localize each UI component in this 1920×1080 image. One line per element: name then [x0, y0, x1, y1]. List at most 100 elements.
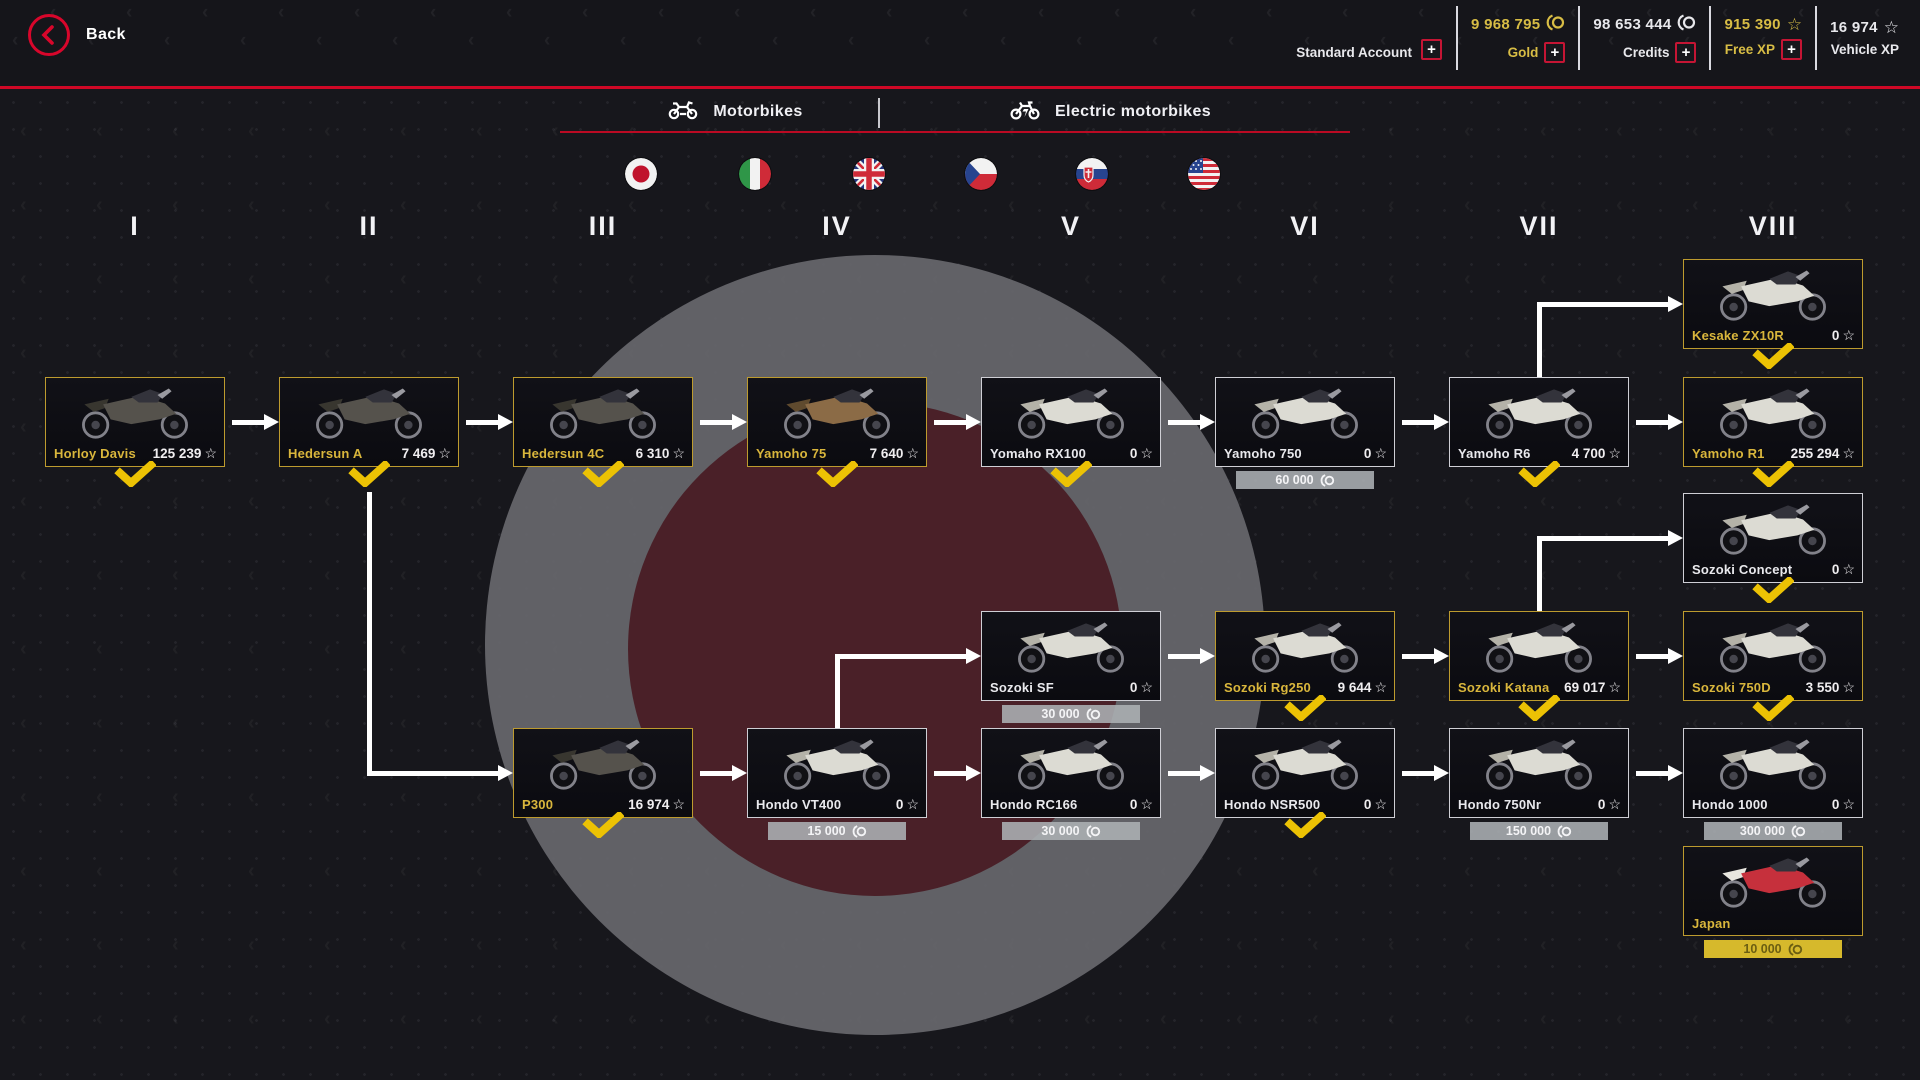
arrow-line [1536, 301, 1670, 307]
nation-japan-flag[interactable] [625, 158, 657, 190]
price-amount: 300 000 [1739, 824, 1786, 838]
back-button[interactable]: Back [28, 14, 126, 56]
vehicle-xp-counter: 0☆ [1130, 796, 1153, 813]
xp-star-icon: ☆ [438, 445, 451, 461]
nation-slovakia-flag[interactable] [1076, 158, 1108, 190]
arrow-line [834, 653, 968, 659]
xp-star-icon: ☆ [1842, 445, 1855, 461]
tier-header-IV: IV [822, 211, 852, 241]
nation-czech-flag[interactable] [965, 158, 997, 190]
arrow-line [834, 656, 840, 728]
price-amount: 150 000 [1505, 824, 1552, 838]
credits-coin-icon [1557, 824, 1572, 838]
buy-credits-button[interactable]: + [1675, 41, 1697, 63]
nation-italy-flag[interactable] [739, 158, 771, 190]
vehicle-xp-counter: 7 469☆ [402, 445, 451, 462]
nation-usa-flag[interactable] [1188, 158, 1220, 190]
vehicle-card-hondo-750nr[interactable]: Hondo 750Nr 0☆ [1449, 728, 1629, 818]
researched-check-icon-hondo-nsr500 [1284, 810, 1327, 840]
gold-coin-icon [1788, 942, 1803, 956]
arrow-head [1200, 648, 1215, 664]
chevron-glyph: ‹ [1608, 30, 1615, 51]
chevron-glyph: ‹ [1456, 30, 1463, 51]
vehicle-xp-counter: 0☆ [1598, 796, 1621, 813]
vehicle-card-sozoki-sf[interactable]: Sozoki SF 0☆ [981, 611, 1161, 701]
chevron-glyph: ‹ [202, 2, 209, 23]
arrow-head [1668, 648, 1683, 664]
account-upgrade-plus-button[interactable]: + [1420, 39, 1442, 60]
vehicle-name: Sozoki SF [990, 680, 1054, 695]
arrow-line [1168, 770, 1202, 776]
vehicle-label-row: Japan [1692, 916, 1855, 931]
chevron-glyph: ‹ [1190, 2, 1197, 23]
researched-check-icon-horloy-davis [114, 459, 157, 489]
arrow-line [1636, 770, 1670, 776]
arrow-head [1668, 530, 1683, 546]
vehicle-xp-counter: 0☆ [1130, 679, 1153, 696]
vehicle-xp-counter: 4 700☆ [1572, 445, 1621, 462]
buy-free-xp-button[interactable]: + [1781, 39, 1803, 60]
arrow-line [1536, 538, 1542, 611]
arrow-head [1200, 765, 1215, 781]
tier-header-VI: VI [1290, 211, 1320, 241]
price-amount: 15 000 [807, 824, 846, 838]
tab-electric-motorbikes[interactable]: Electric motorbikes [930, 92, 1290, 132]
arrow-line [1636, 653, 1670, 659]
vehicle-name: Yamoho 75 [756, 446, 827, 461]
vehicle-xp-number: 0 [1363, 446, 1372, 461]
researched-check-icon-yamoho-r1 [1752, 459, 1795, 489]
chevron-glyph: ‹ [696, 30, 703, 51]
vehicle-name: Sozoki Katana [1458, 680, 1550, 695]
vehicle-name: Sozoki Rg250 [1224, 680, 1311, 695]
arrow-line [1636, 419, 1670, 425]
vehicle-xp-number: 0 [1831, 328, 1840, 343]
gold-currency-group: 9 968 795 Gold + [1455, 6, 1578, 70]
vehicle-xp-number: 3 550 [1805, 680, 1840, 695]
tabs-underline [560, 131, 1350, 133]
tab-motorbikes[interactable]: Motorbikes [600, 92, 870, 132]
chevron-glyph: ‹ [1038, 2, 1045, 23]
chevron-glyph: ‹ [544, 30, 551, 51]
vehicle-card-hedersun-a[interactable]: Hedersun A 7 469☆ [279, 377, 459, 467]
motorbike-image-sozoki-750d [1684, 612, 1862, 676]
vehicle-name: Hedersun A [288, 446, 363, 461]
vehicle-card-japan[interactable]: Japan [1683, 846, 1863, 936]
credits-coin-icon [1791, 824, 1806, 838]
arrow-head [966, 648, 981, 664]
price-amount: 10 000 [1743, 942, 1782, 956]
nation-uk-flag[interactable] [853, 158, 885, 190]
arrow-head [498, 414, 513, 430]
credits-currency-group: 98 653 444 Credits + [1578, 6, 1709, 70]
arrow-head [498, 765, 513, 781]
vehicle-name: Horloy Davis [54, 446, 136, 461]
chevron-glyph: ‹ [658, 2, 665, 23]
buy-gold-button[interactable]: + [1544, 41, 1566, 63]
vehicle-card-sozoki-katana[interactable]: Sozoki Katana 69 017☆ [1449, 611, 1629, 701]
xp-star-icon: ☆ [906, 445, 919, 461]
arrow-line [1402, 653, 1436, 659]
vehicle-name: Hondo 750Nr [1458, 797, 1542, 812]
vehicle-xp-counter: 69 017☆ [1564, 679, 1621, 696]
arrow-head [732, 765, 747, 781]
top-bar: ‹‹‹‹‹‹‹‹‹‹‹‹‹‹‹‹‹‹‹‹‹‹‹‹‹‹‹‹‹‹‹‹‹‹‹‹‹‹‹‹… [0, 0, 1920, 86]
xp-star-icon: ☆ [1140, 679, 1153, 695]
